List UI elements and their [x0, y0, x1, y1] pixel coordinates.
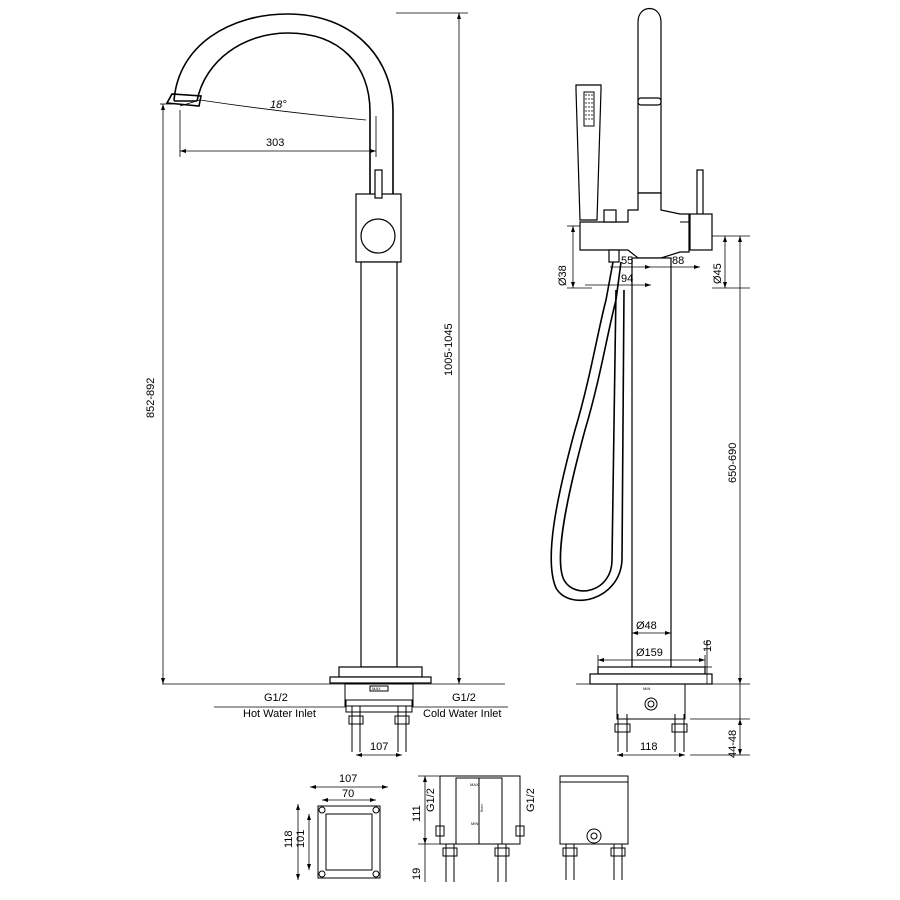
box-dims-front: [617, 684, 750, 757]
body-height-label: 650-690: [727, 443, 739, 483]
mixer-body: [355, 169, 402, 263]
column-label: Ø48: [636, 620, 657, 632]
total-height-label: 1005-1045: [443, 323, 455, 376]
side-height-label: 111: [411, 805, 423, 822]
hand-shower: [575, 84, 602, 221]
front-left-dims: [567, 225, 592, 289]
box-width-dimension: [356, 753, 402, 757]
height-inner: 101: [295, 830, 307, 848]
lever: [689, 169, 713, 251]
spout-gooseneck: [165, 13, 394, 196]
box-width-front-label: 118: [640, 741, 658, 753]
box-width-label: 107: [370, 741, 388, 753]
spout-upright: [637, 7, 662, 194]
dim-94-label: 94: [621, 273, 633, 285]
column: [360, 261, 398, 668]
column-dim: [632, 631, 671, 635]
thread-right-label: G1/2: [525, 788, 537, 812]
outlet-height-dimension: [160, 103, 173, 684]
dim-88: [651, 265, 700, 269]
rough-in-box-side: MAX: [344, 683, 414, 752]
rough-in-front-view: [418, 775, 525, 882]
base-thickness-dim: [705, 640, 712, 684]
dim-88-label: 88: [672, 255, 684, 267]
hose-connector-label: Ø38: [557, 265, 569, 286]
outlet-height-label: 852-892: [145, 378, 157, 418]
lever-label: Ø45: [712, 263, 724, 284]
rough-in-top-view: [296, 785, 388, 880]
reach-dimension: [179, 110, 377, 157]
shower-hose: [550, 261, 625, 602]
column-front: [631, 257, 672, 668]
svg-text:MAX: MAX: [372, 686, 381, 691]
height-outer: 118: [283, 830, 295, 848]
base-plate: [329, 666, 432, 684]
dim-55-label: 55: [621, 255, 633, 267]
top-width-inner: 70: [342, 788, 354, 800]
total-height-dimension: [396, 12, 468, 684]
box-depth-label: 44-48: [727, 730, 739, 758]
side-leg-label: 19: [411, 868, 423, 880]
angle-label: 18°: [270, 99, 287, 111]
box-mark-scale: 6cm: [479, 804, 484, 812]
base-dim: [597, 655, 706, 667]
base-label: Ø159: [636, 647, 663, 659]
reach-label: 303: [266, 137, 284, 149]
hot-inlet-label: Hot Water Inlet: [243, 708, 316, 720]
svg-text:MIN: MIN: [643, 686, 650, 691]
angle-dimension: [179, 99, 367, 121]
hot-inlet-thread: G1/2: [264, 692, 288, 704]
top-width-outer: 107: [339, 773, 357, 785]
side-view: MAX 18° 303 852-892 1005-1045: [145, 12, 508, 757]
box-mark-max: MAX: [470, 782, 479, 787]
rough-in-box-front: MIN: [614, 683, 688, 752]
cold-inlet-label: Cold Water Inlet: [423, 708, 501, 720]
base-thickness-label: 16: [702, 640, 714, 652]
mixer-body-front: [579, 192, 690, 263]
dim-55-94: [585, 265, 651, 287]
thread-left-label: G1/2: [425, 788, 437, 812]
cold-inlet-thread: G1/2: [452, 692, 476, 704]
base-front: [589, 666, 713, 685]
lever-dims: [712, 235, 750, 684]
rough-in-side-view: [559, 775, 629, 880]
box-mark-min: MIN: [471, 821, 478, 826]
front-view: MIN Ø38 55 94 88 Ø45: [550, 7, 750, 758]
